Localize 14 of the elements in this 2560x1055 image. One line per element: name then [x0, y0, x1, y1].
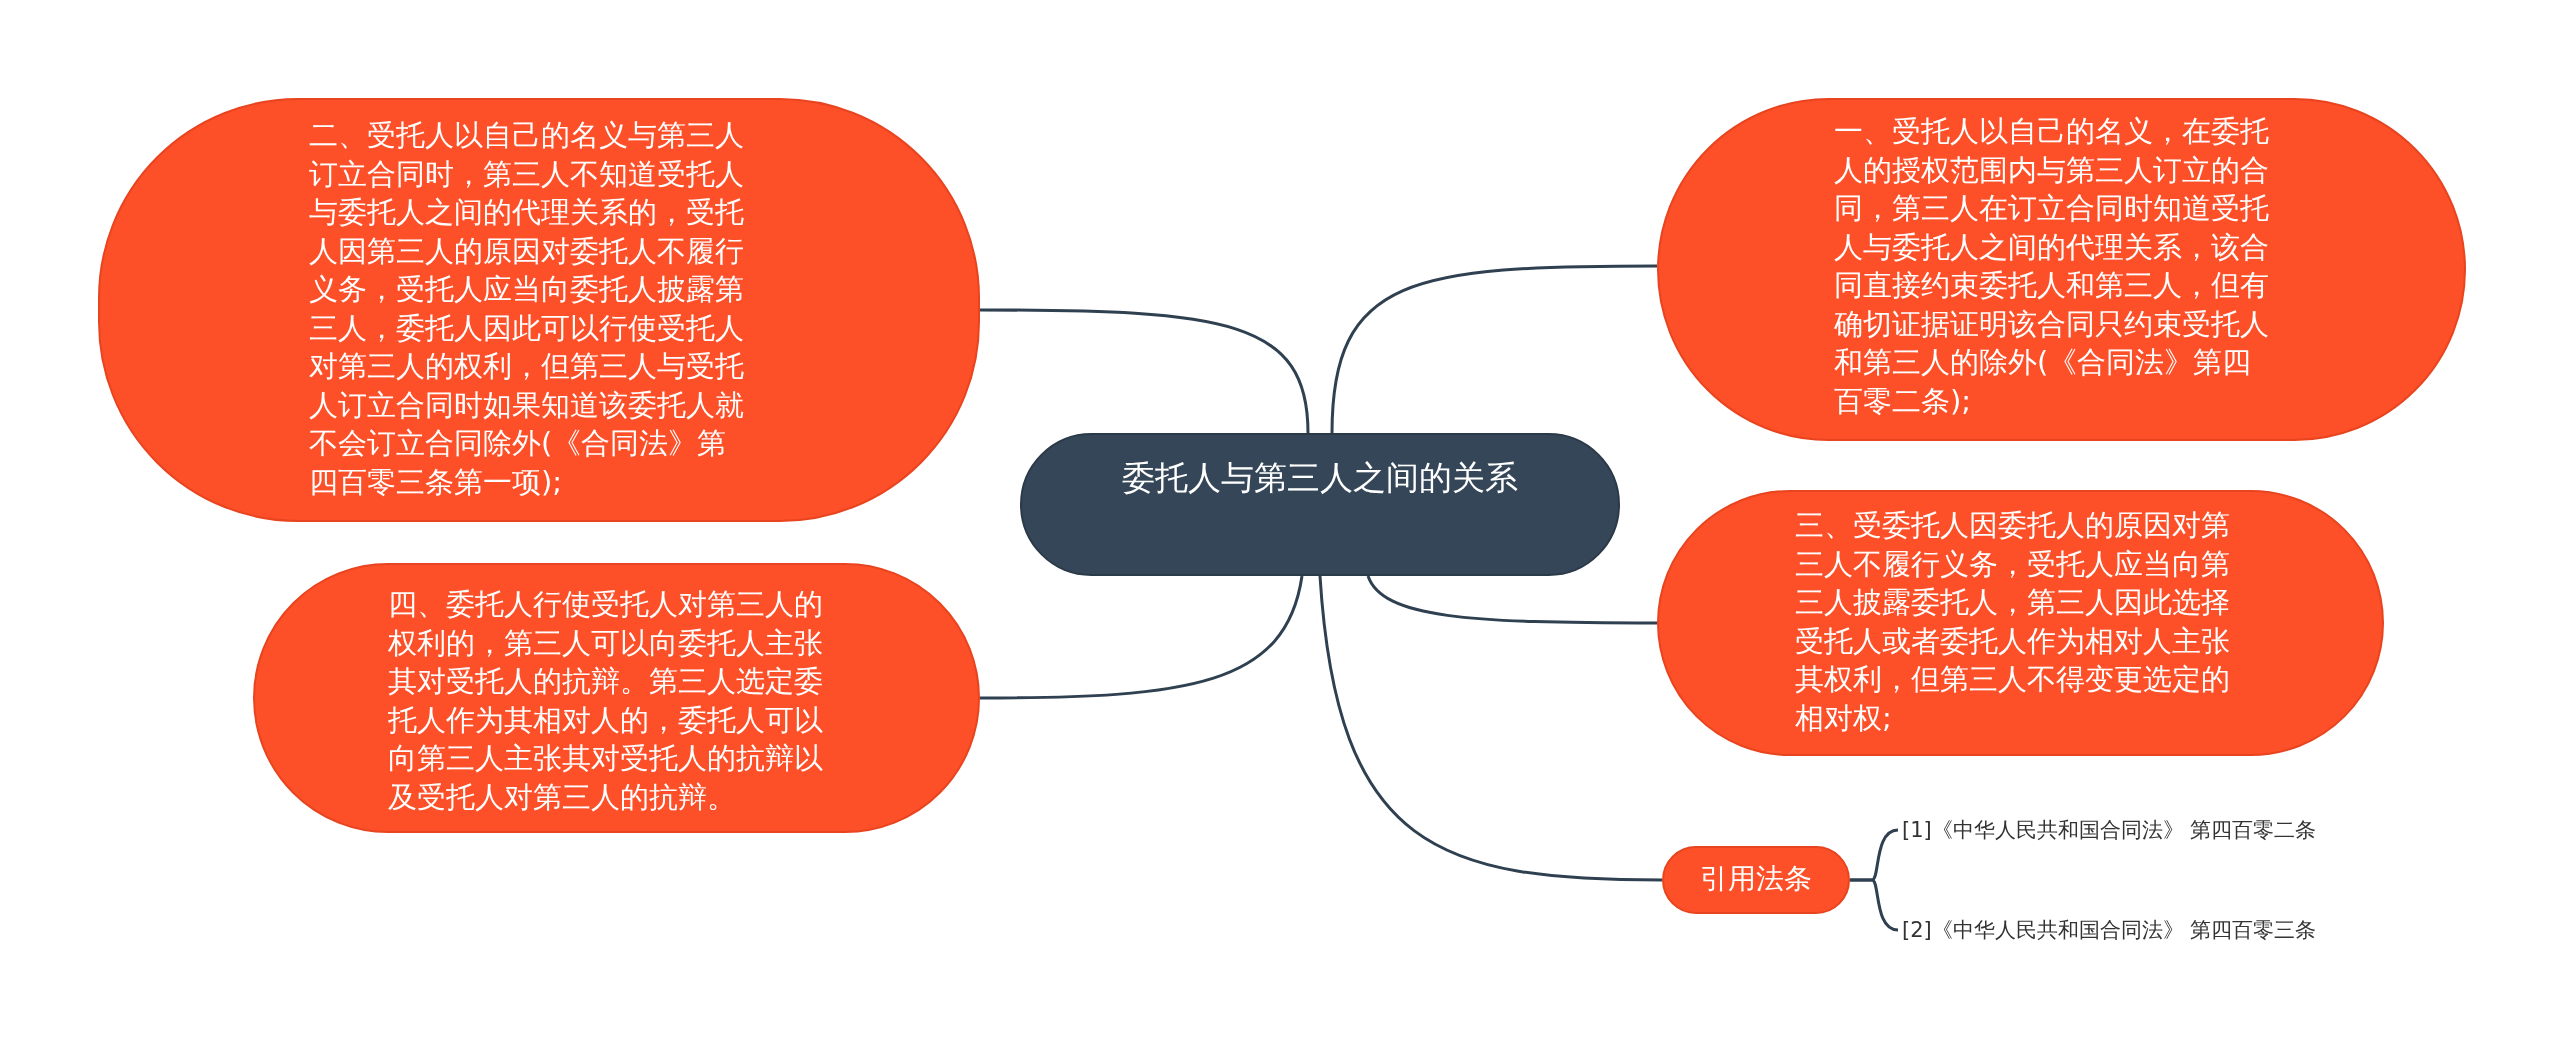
- connector-line: [980, 308, 1310, 434]
- clause-text: 四、委托人行使受托人对第三人的权利的，第三人可以向委托人主张其对受托人的抗辩。第三人选定委托人作为其相对人的，委托人可以向第三人主张其对受托人的抗辩以及受托人对第三人的抗辩。: [388, 586, 824, 816]
- bracket-line: [1850, 878, 1899, 932]
- clause-text: 三、受委托人因委托人的原因对第三人不履行义务，受托人应当向第三人披露委托人，第三人因此选择受托人或者委托人作为相对人主张其权利，但第三人不得变更选定的相对权;: [1795, 507, 2231, 737]
- clause-text: 一、受托人以自己的名义，在委托人的授权范围内与第三人订立的合同，第三人在订立合同时知道受托人与委托人之间的代理关系，该合同直接约束委托人和第三人，但有确切证据证明该合同只约束受托人和第三人的除外(《合同法》第四百零二条);: [1834, 113, 2270, 420]
- topic-text: 引用法条: [1699, 861, 1813, 897]
- connector-line: [1318, 575, 1663, 882]
- connector-line: [1330, 264, 1657, 434]
- citation-text: [1]《中华人民共和国合同法》 第四百零二条: [1902, 817, 2318, 844]
- connector-line: [980, 575, 1304, 700]
- clause-text: 二、受托人以自己的名义与第三人订立合同时，第三人不知道受托人与委托人之间的代理关系的，受托人因第三人的原因对委托人不履行义务，受托人应当向委托人披露第三人，委托人因此可以行使受托人对第三人的权利，但第三人与受托人订立合同时如果知道该委托人就不会订立合同除外(《合同法》第四百零三条第一项);: [309, 117, 745, 501]
- title-text: 委托人与第三人之间的关系: [1121, 457, 1519, 499]
- connector-line: [1366, 575, 1657, 625]
- citation-text: [2]《中华人民共和国合同法》 第四百零三条: [1902, 917, 2318, 944]
